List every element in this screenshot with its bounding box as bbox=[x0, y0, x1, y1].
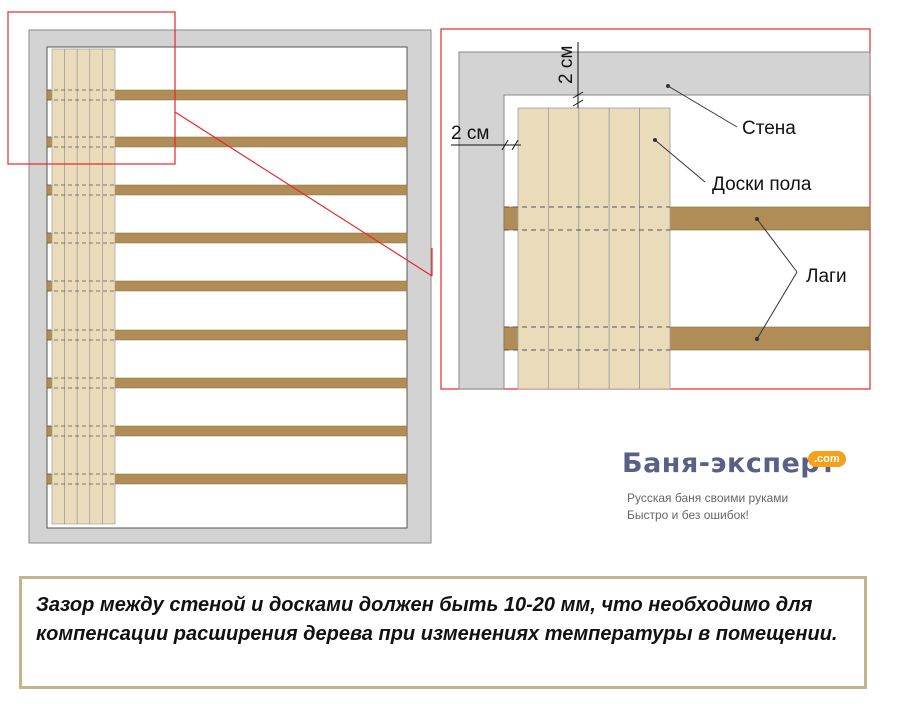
dim-horizontal-tick bbox=[501, 139, 509, 151]
zoom-floor-board bbox=[578, 107, 610, 390]
overview-floor-board bbox=[51, 48, 65, 525]
overview-joist bbox=[46, 232, 408, 244]
boards-leader-dot bbox=[653, 138, 657, 142]
overview-floor-board bbox=[89, 48, 103, 525]
wall-label: Стена bbox=[742, 118, 796, 139]
overview-floor-boards bbox=[51, 48, 116, 525]
zoom-connector-line bbox=[174, 111, 433, 277]
zoom-floor-board bbox=[639, 107, 671, 390]
overview-joist bbox=[46, 377, 408, 389]
floor-boards-label: Доски пола bbox=[712, 174, 812, 195]
overview-floor-board bbox=[64, 48, 78, 525]
brand-tagline-1: Русская баня своими руками bbox=[627, 491, 789, 505]
joists-leader-dot bbox=[755, 337, 759, 341]
caption-text: Зазор между стеной и досками должен быть… bbox=[36, 594, 838, 645]
overview-floor-board bbox=[102, 48, 116, 525]
dim-vertical-label: 2 см bbox=[556, 46, 577, 84]
overview-joist bbox=[46, 89, 408, 101]
zoom-highlight-box bbox=[7, 11, 176, 165]
room-plan bbox=[28, 29, 432, 544]
overview-joist bbox=[46, 425, 408, 437]
overview-floor-board bbox=[76, 48, 91, 525]
dim-vertical-tick bbox=[572, 91, 584, 99]
zoom-floor-boards bbox=[517, 107, 671, 390]
brand-domain-badge: .com bbox=[808, 451, 846, 467]
dim-vertical-tick bbox=[572, 99, 584, 107]
brand-logo-text: Баня-эксперт bbox=[622, 448, 837, 479]
zoom-floor-board bbox=[517, 107, 549, 390]
brand-tagline-2: Быстро и без ошибок! bbox=[627, 508, 749, 522]
dim-horizontal-label: 2 см bbox=[451, 123, 489, 144]
overview-joist bbox=[46, 280, 408, 292]
zoom-joist-hidden-lines bbox=[504, 206, 670, 351]
joists-leader-dot bbox=[755, 217, 759, 221]
overview-joist bbox=[46, 136, 408, 148]
overview-joist bbox=[46, 184, 408, 196]
overview-joist bbox=[46, 473, 408, 485]
joists-label: Лаги bbox=[806, 266, 847, 287]
dim-horizontal-tick bbox=[511, 139, 519, 151]
joists-leader-line bbox=[756, 271, 798, 340]
zoom-detail: 2 см 2 см Стена Доски пола Лаги bbox=[440, 28, 871, 390]
zoom-floor-board bbox=[548, 107, 580, 390]
zoom-wall bbox=[458, 51, 871, 390]
joists-leader-line bbox=[756, 218, 798, 273]
overview-joists bbox=[46, 89, 408, 485]
wall-leader-dot bbox=[666, 84, 670, 88]
zoom-floor-board bbox=[608, 107, 641, 390]
overview-joist bbox=[46, 329, 408, 341]
overview-joist-hidden-lines bbox=[47, 89, 115, 485]
caption-box: Зазор между стеной и досками должен быть… bbox=[19, 576, 867, 689]
wall-leader-line bbox=[667, 85, 738, 128]
boards-leader-line bbox=[654, 139, 706, 183]
